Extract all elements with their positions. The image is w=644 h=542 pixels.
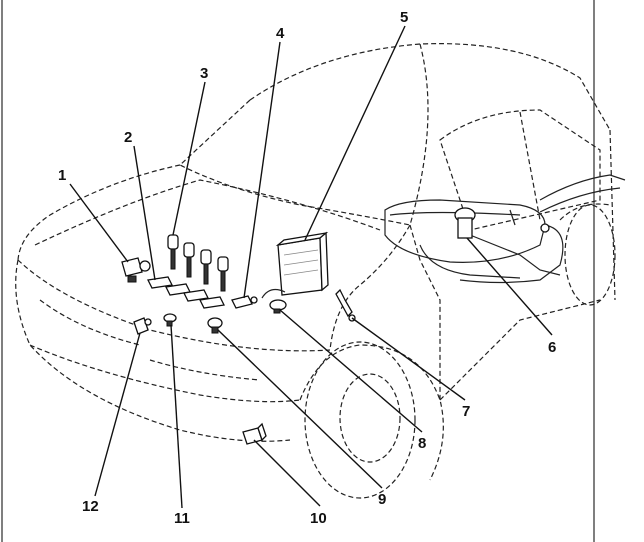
leader-2 bbox=[133, 145, 156, 281]
callout-labels: 1 2 3 4 5 6 7 8 9 10 11 12 bbox=[58, 9, 556, 527]
component-4-sensor bbox=[231, 295, 258, 309]
leader-12 bbox=[94, 332, 141, 497]
leader-3 bbox=[172, 81, 206, 236]
fuel-tank-assembly bbox=[384, 174, 626, 284]
injector bbox=[217, 256, 229, 292]
vehicle-body-outline bbox=[15, 43, 616, 499]
component-9-sensor bbox=[207, 317, 223, 334]
page-border bbox=[1, 0, 595, 542]
ecm-unit bbox=[275, 231, 329, 296]
injector bbox=[183, 242, 195, 278]
callout-2: 2 bbox=[124, 129, 132, 146]
leader-10 bbox=[253, 439, 321, 507]
callout-1: 1 bbox=[58, 167, 66, 184]
injector bbox=[200, 249, 212, 285]
callout-10: 10 bbox=[310, 510, 327, 527]
leader-4 bbox=[243, 41, 281, 299]
callout-11: 11 bbox=[174, 510, 190, 527]
leader-7 bbox=[351, 317, 466, 401]
callout-6: 6 bbox=[548, 339, 556, 356]
leader-lines bbox=[69, 25, 553, 509]
component-8-sensor bbox=[261, 288, 287, 314]
callout-4: 4 bbox=[276, 25, 285, 42]
component-1-sensor bbox=[121, 257, 151, 283]
injector bbox=[167, 234, 179, 270]
callout-9: 9 bbox=[378, 491, 386, 508]
injectors-group bbox=[167, 234, 229, 292]
callout-5: 5 bbox=[400, 9, 408, 26]
callout-7: 7 bbox=[462, 403, 470, 420]
component-10-module bbox=[242, 422, 267, 445]
leader-8 bbox=[279, 309, 423, 433]
leader-1 bbox=[69, 183, 129, 263]
callout-3: 3 bbox=[200, 65, 208, 82]
leader-6 bbox=[466, 237, 553, 336]
component-11-sensor bbox=[163, 313, 177, 327]
component-7-sensor bbox=[335, 288, 356, 322]
callout-8: 8 bbox=[418, 435, 426, 452]
leader-5 bbox=[304, 25, 406, 241]
leader-11 bbox=[170, 324, 183, 509]
leader-9 bbox=[217, 329, 383, 489]
callout-12: 12 bbox=[82, 498, 99, 515]
component-12-sensor bbox=[133, 317, 152, 335]
ignition-coils-group bbox=[147, 276, 225, 309]
